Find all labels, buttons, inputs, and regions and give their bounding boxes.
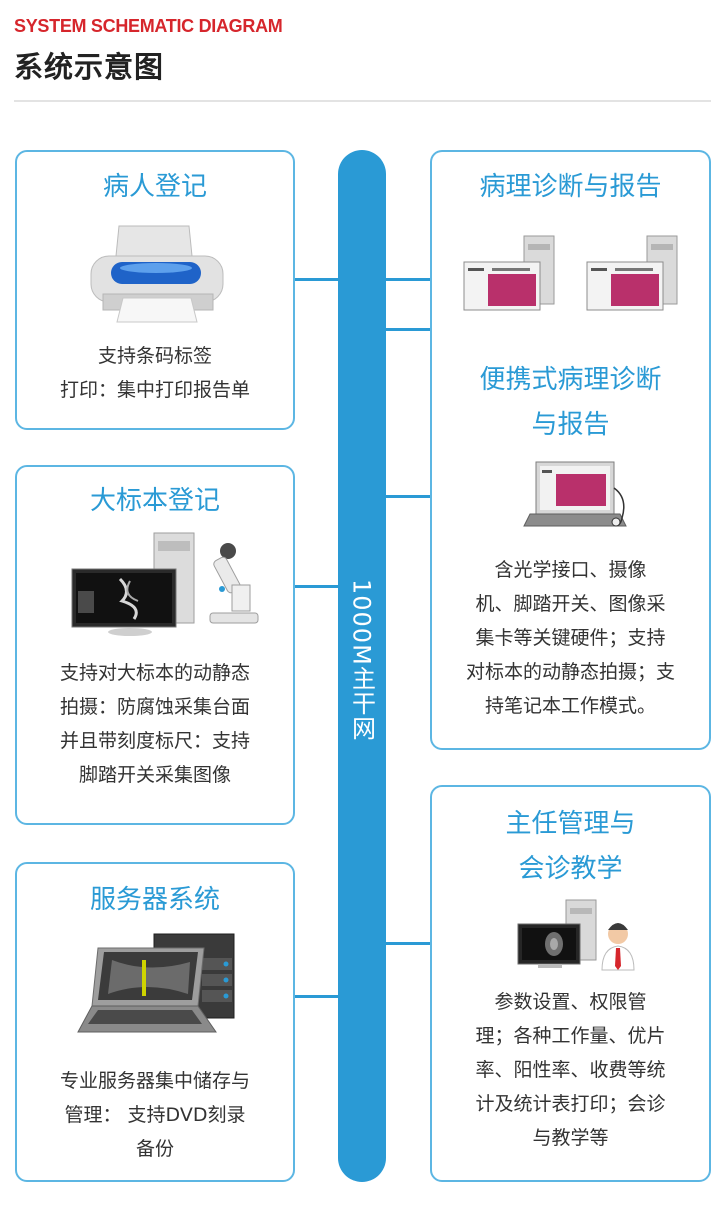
card-desc-line: 对标本的动静态拍摄；支 bbox=[465, 661, 675, 683]
card-director-management: 主任管理与 会诊教学 参数设置、权限管 理；各种工作量、优片 率、阳性率、收费等… bbox=[430, 785, 711, 1182]
card-portable-pathology: 便携式病理诊断 与报告 含光学接口、摄像 机、脚踏开关、图像采 集卡等关键硬件；… bbox=[430, 338, 711, 750]
pathology-workstation-icon bbox=[463, 235, 555, 311]
card-title: 会诊教学 bbox=[518, 854, 623, 884]
card-desc-line: 备份 bbox=[135, 1138, 174, 1160]
card-title: 大标本登记 bbox=[89, 486, 220, 516]
card-desc-line: 打印：集中打印报告单 bbox=[59, 379, 250, 401]
card-desc-line: 计及统计表打印；会诊 bbox=[475, 1093, 666, 1115]
card-title: 病理诊断与报告 bbox=[479, 172, 662, 202]
card-desc-line: 集卡等关键硬件；支持 bbox=[475, 627, 666, 649]
card-desc-line: 机、脚踏开关、图像采 bbox=[475, 593, 666, 615]
card-title: 病人登记 bbox=[102, 172, 207, 202]
card-server-system: 服务器系统 专业服务器集中储存与 管理： 支持DVD刻录 备份 bbox=[15, 862, 295, 1182]
card-desc-line: 率、阳性率、收费等统 bbox=[475, 1059, 666, 1081]
card-patient-registration: 病人登记 支持条码标签 打印：集中打印报告单 bbox=[15, 150, 295, 430]
printer-icon bbox=[90, 225, 224, 323]
card-desc-line: 并且带刻度标尺：支持 bbox=[59, 730, 250, 752]
card-title: 与报告 bbox=[531, 410, 610, 440]
card-desc-line: 持笔记本工作模式。 bbox=[484, 695, 656, 717]
card-desc-line: 支持条码标签 bbox=[97, 345, 212, 367]
header-divider bbox=[14, 100, 711, 102]
card-large-specimen: 大标本登记 支持对大标本的动静态 拍摄：防腐蚀采集台面 并且带刻度标尺：支持 脚… bbox=[15, 465, 295, 825]
link-pathology-report-upper bbox=[384, 278, 474, 281]
imaging-workstation-icon bbox=[71, 532, 259, 636]
card-desc-line: 专业服务器集中储存与 bbox=[59, 1070, 250, 1092]
header-title-en: SYSTEM SCHEMATIC DIAGRAM bbox=[14, 16, 283, 36]
backbone-network-label: 1000M主干网 bbox=[347, 579, 376, 741]
card-desc-line: 支持对大标本的动静态 bbox=[59, 662, 250, 684]
card-desc-line: 拍摄：防腐蚀采集台面 bbox=[59, 696, 250, 718]
card-desc-line: 脚踏开关采集图像 bbox=[78, 764, 231, 786]
card-title: 便携式病理诊断 bbox=[479, 365, 662, 395]
card-desc-line: 管理： 支持DVD刻录 bbox=[64, 1104, 246, 1126]
backbone-network-bar bbox=[338, 150, 386, 1182]
card-title: 主任管理与 bbox=[505, 809, 636, 839]
card-desc-line: 含光学接口、摄像 bbox=[494, 559, 647, 581]
pathology-workstation-icon bbox=[586, 235, 678, 311]
card-title: 服务器系统 bbox=[89, 885, 220, 915]
card-desc-line: 理；各种工作量、优片 bbox=[475, 1025, 666, 1047]
header-title-cn: 系统示意图 bbox=[14, 50, 165, 84]
consultation-workstation-icon bbox=[517, 899, 635, 971]
card-pathology-report: 病理诊断与报告 bbox=[430, 150, 711, 350]
portable-laptop-icon bbox=[523, 461, 627, 527]
card-desc-line: 参数设置、权限管 bbox=[494, 991, 647, 1013]
server-laptop-icon bbox=[77, 933, 235, 1033]
card-desc-line: 与教学等 bbox=[532, 1127, 609, 1149]
